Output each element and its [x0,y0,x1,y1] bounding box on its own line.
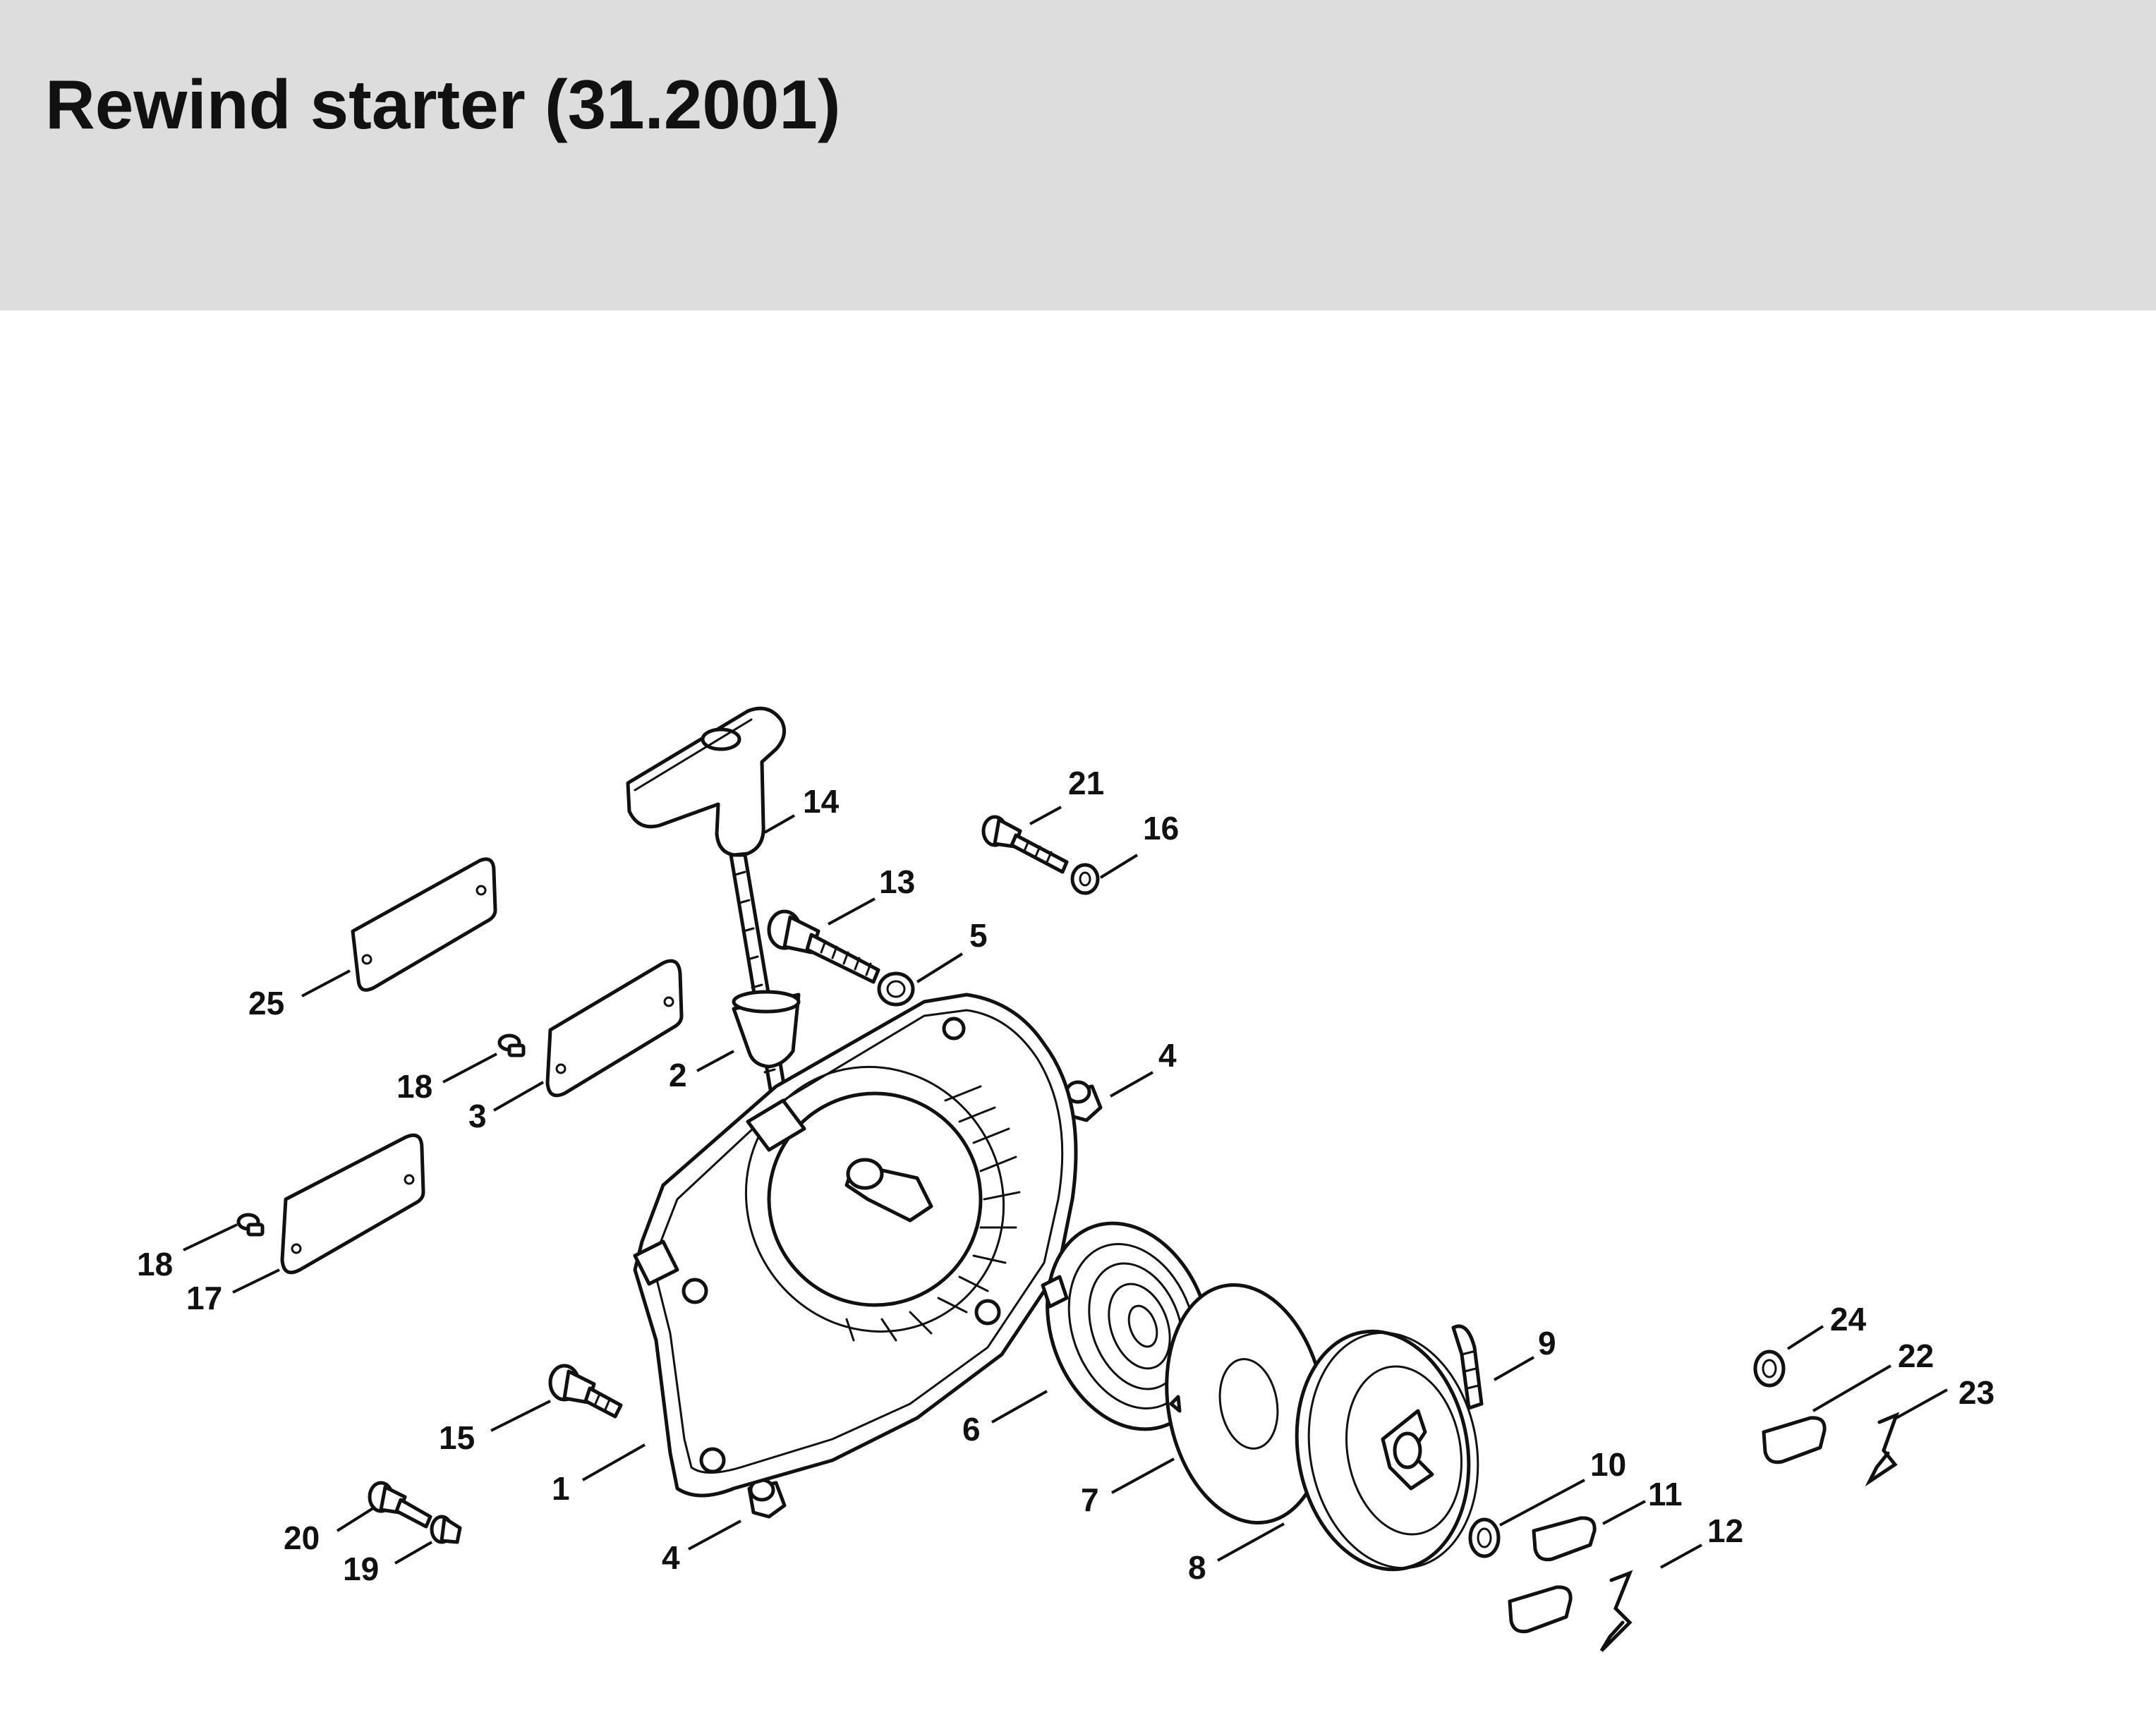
callout-16: 16 [1143,810,1179,847]
callout-labels: 25 18 3 18 17 14 21 16 13 5 2 4 15 1 4 2… [137,765,1994,1587]
callout-18-lower: 18 [137,1246,173,1282]
header-bar: Rewind starter (31.2001) [0,0,2156,310]
part-1-fan-housing [633,993,1078,1498]
part-18-screw-lower [236,1213,265,1237]
part-25-cover-plate [351,857,497,992]
part-8-rope-rotor [1295,1329,1479,1572]
callout-23: 23 [1958,1374,1994,1411]
callout-18: 18 [396,1068,432,1105]
part-13-bolt [767,909,880,984]
part-24-washer [1753,1350,1786,1388]
callout-10: 10 [1590,1446,1626,1483]
part-16-washer [1070,863,1100,895]
callout-24: 24 [1830,1301,1867,1338]
callout-8: 8 [1188,1549,1206,1586]
callout-19: 19 [343,1551,379,1587]
part-9-rope-end [1451,1324,1484,1410]
callout-20: 20 [284,1520,320,1556]
callout-11: 11 [1648,1476,1683,1512]
part-4-bushing-lower [747,1478,787,1519]
callout-12: 12 [1707,1512,1743,1549]
part-17-gasket [280,1133,425,1275]
callout-5: 5 [969,917,988,954]
part-3-gasket [545,959,684,1098]
callout-7: 7 [1081,1481,1099,1518]
part-11-pawl [1532,1516,1597,1562]
callout-9: 9 [1538,1325,1556,1362]
callout-4-upper: 4 [1158,1037,1177,1074]
part-23-spring-clip [1865,1412,1900,1487]
callout-6: 6 [962,1411,981,1448]
part-20-bolt [368,1481,432,1529]
callout-25: 25 [248,985,284,1021]
callout-14: 14 [803,783,840,820]
callout-2: 2 [669,1057,687,1093]
callout-21: 21 [1068,765,1104,801]
page-title: Rewind starter (31.2001) [45,66,841,143]
part-10-washer [1468,1517,1501,1558]
callout-15: 15 [439,1419,475,1456]
leader-lines [183,806,1948,1569]
callout-13: 13 [879,863,915,900]
callout-3: 3 [468,1098,487,1134]
part-5-bushing [877,971,915,1007]
part-18-screw-upper [497,1033,526,1057]
part-15-bolt [548,1364,623,1419]
part-21-bolt [981,815,1069,874]
callout-17: 17 [186,1280,222,1316]
callout-1: 1 [552,1470,570,1507]
part-12-spring-clip [1599,1570,1633,1652]
part-22-pawl [1762,1416,1827,1465]
part-19-nut [430,1515,462,1544]
part-2-rope-guide [732,990,801,1069]
callout-22: 22 [1898,1338,1934,1374]
part-14-starter-grip [626,706,787,857]
part-11-pawl-lower [1508,1585,1573,1634]
callout-4-lower: 4 [662,1539,680,1576]
